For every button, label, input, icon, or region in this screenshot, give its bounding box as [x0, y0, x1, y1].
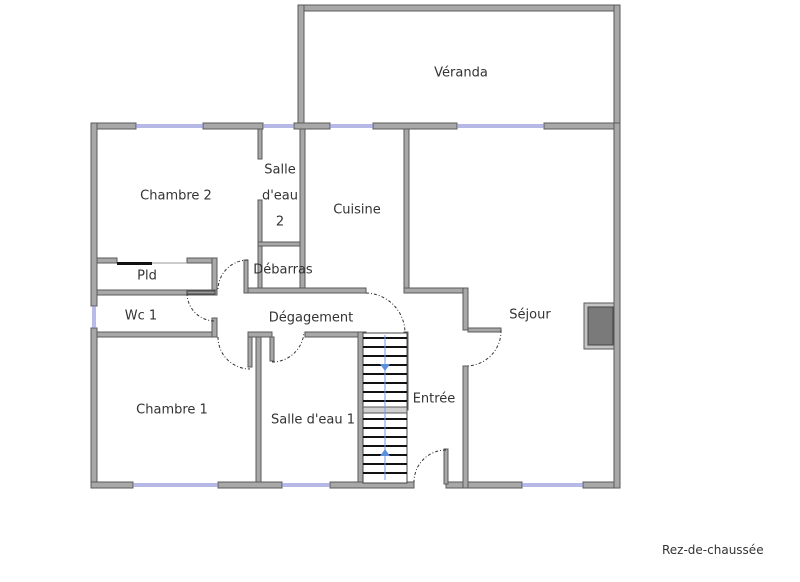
level-caption: Rez-de-chaussée — [662, 543, 764, 557]
room-label-sejour: Séjour — [509, 307, 551, 323]
doors — [186, 259, 502, 483]
stair-down-arrow-icon — [380, 364, 390, 371]
room-label-cuisine: Cuisine — [333, 202, 381, 218]
staircase — [362, 332, 408, 484]
room-label-salle-eau-2-line1: Salle — [264, 162, 296, 178]
north-wall — [90, 122, 621, 130]
room-label-chambre-1: Chambre 1 — [136, 402, 208, 418]
west-wall — [90, 122, 98, 489]
room-label-salle-eau-2-line3: 2 — [275, 214, 285, 230]
room-label-salle-eau-2-line2: d'eau — [261, 188, 299, 204]
room-label-debarras: Débarras — [253, 262, 313, 278]
north-windows — [136, 124, 544, 128]
south-wall — [90, 481, 621, 489]
fireplace — [583, 302, 615, 350]
room-label-entree: Entrée — [412, 391, 456, 407]
room-label-pld: Pld — [137, 268, 157, 284]
east-wall — [613, 122, 621, 489]
stair-up-arrow-icon — [380, 449, 390, 456]
room-label-chambre-2: Chambre 2 — [140, 188, 212, 204]
room-label-veranda: Véranda — [434, 65, 488, 81]
room-label-wc-1: Wc 1 — [124, 308, 158, 324]
room-label-degagement: Dégagement — [268, 310, 354, 326]
interior-walls — [96, 128, 502, 489]
room-label-salle-eau-1: Salle d'eau 1 — [270, 412, 356, 428]
